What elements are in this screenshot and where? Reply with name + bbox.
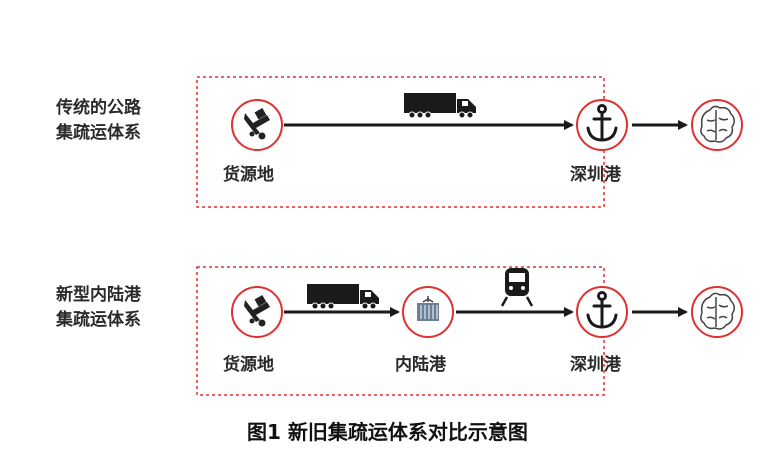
row1-label: 传统的公路 集疏运体系 xyxy=(56,96,141,146)
row2-origin-label: 货源地 xyxy=(223,355,274,375)
handcart-icon xyxy=(244,108,270,140)
figure-caption: 图1 新旧集疏运体系对比示意图 xyxy=(247,420,528,444)
row1-dashed-frame xyxy=(196,76,605,208)
anchor-icon xyxy=(586,104,618,142)
row2-inland-label: 内陆港 xyxy=(395,355,446,375)
brain-icon xyxy=(700,105,735,143)
row2-port-node xyxy=(576,286,628,338)
row2-label: 新型内陆港 集疏运体系 xyxy=(56,283,141,333)
row1-port-label: 深圳港 xyxy=(570,165,621,185)
row2-port-label: 深圳港 xyxy=(570,355,621,375)
row2-label-line1: 新型内陆港 xyxy=(56,285,141,305)
row2-destination-node xyxy=(691,286,743,338)
row1-origin-label: 货源地 xyxy=(223,165,274,185)
row1-origin-node xyxy=(231,99,283,151)
row1-label-line1: 传统的公路 xyxy=(56,98,141,118)
row2-inland-node xyxy=(402,286,454,338)
row2-origin-node xyxy=(231,286,283,338)
row1-port-node xyxy=(576,99,628,151)
row2-label-line2: 集疏运体系 xyxy=(56,310,141,330)
row1-truck-icon xyxy=(404,93,476,119)
row1-destination-node xyxy=(691,99,743,151)
handcart-icon xyxy=(244,295,270,327)
row1-label-line2: 集疏运体系 xyxy=(56,123,141,143)
anchor-icon xyxy=(586,291,618,329)
container-icon xyxy=(417,296,439,321)
row2-truck-icon xyxy=(307,284,379,310)
brain-icon xyxy=(700,292,735,330)
row2-train-icon xyxy=(500,268,534,307)
